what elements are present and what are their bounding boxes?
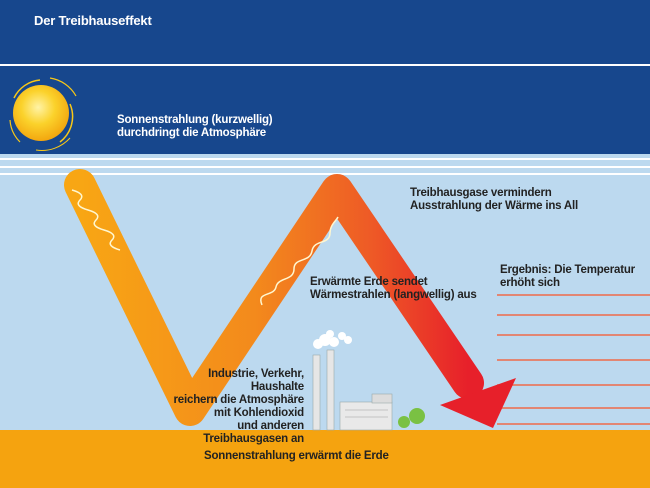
atmosphere-stripe [0,173,650,175]
sun-icon [9,77,77,151]
industry-caption-line: mit Kohlendioxid [213,407,304,419]
atmosphere-stripe [0,158,650,160]
earth-caption-line: Erwärmte Erde sendet [310,276,428,288]
tree-icon [398,408,425,428]
industry-caption: Industrie, Verkehr, Haushalte reichern d… [168,368,305,446]
smoke-icon [313,330,352,349]
earth-caption: Erwärmte Erde sendet Wärmestrahlen (lang… [310,276,477,302]
sun-caption-line: durchdringt die Atmosphäre [117,127,266,139]
gases-caption-line: Ausstrahlung der Wärme ins All [410,200,579,212]
industry-caption-line: reichern die Atmosphäre [173,394,305,406]
temperature-lines [497,294,650,425]
result-caption-line: erhöht sich [500,277,560,289]
sun-band [0,66,650,154]
arrow-head [440,378,516,428]
sun-caption-line: Sonnenstrahlung (kurzwellig) [117,114,273,126]
sun-caption: Sonnenstrahlung (kurzwellig) durchdringt… [117,114,273,140]
gases-caption: Treibhausgase vermindern Ausstrahlung de… [410,187,578,213]
earth-caption-line: Wärmestrahlen (langwellig) aus [310,289,477,301]
factory-icon [312,349,393,431]
title-band [0,0,650,64]
radiation-arrow [64,169,516,428]
gases-caption-line: Treibhausgase vermindern [410,187,552,199]
result-caption: Ergebnis: Die Temperatur erhöht sich [500,264,635,290]
industry-caption-line: und anderen Treibhausgasen an [203,420,304,445]
industry-caption-line: Industrie, Verkehr, Haushalte [208,368,304,393]
atmosphere-stripe [0,166,650,168]
separator-line [0,64,650,66]
ground-band [0,430,650,488]
longwave-icon [260,216,339,306]
result-caption-line: Ergebnis: Die Temperatur [500,264,635,276]
ground-caption: Sonnenstrahlung erwärmt die Erde [204,450,389,462]
page-title: Der Treibhauseffekt [34,13,152,28]
shortwave-icon [71,189,121,251]
